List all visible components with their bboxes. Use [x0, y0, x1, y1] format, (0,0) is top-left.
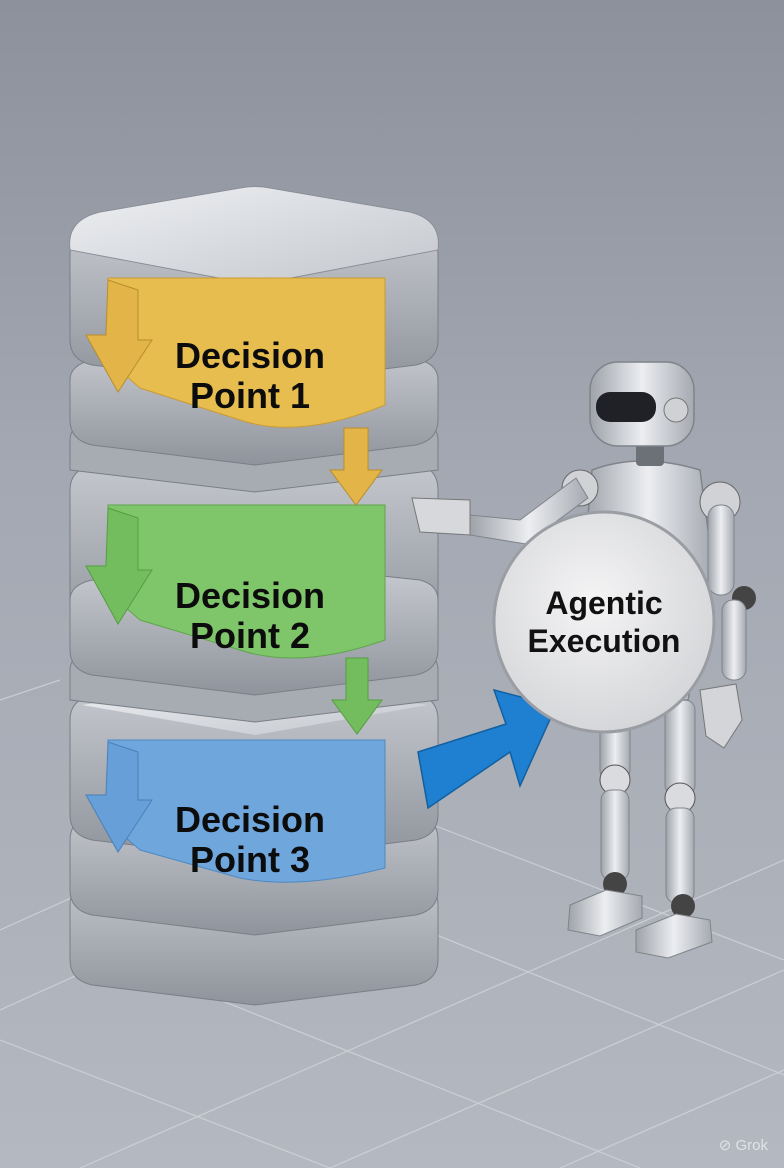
robot-hand-right [699, 683, 743, 749]
agentic-execution-circle [492, 510, 716, 734]
grok-watermark: ⊘ Grok [719, 1136, 768, 1154]
panel-decision-1 [107, 277, 386, 428]
agentic-execution-label: Agentic Execution [496, 584, 712, 660]
agentic-execution-line1: Agentic [545, 585, 663, 621]
robot-leg-left-lower [600, 789, 630, 881]
decision-point-3-line1: Decision [174, 799, 326, 840]
decision-point-2-line2: Point 2 [189, 615, 310, 656]
robot-hand-left [411, 497, 471, 536]
down-arrow-1-to-2 [329, 427, 383, 506]
robot-visor [596, 392, 656, 422]
decision-point-1-line2: Point 1 [189, 375, 310, 416]
decision-panels [85, 277, 386, 883]
grok-icon: ⊘ [718, 1137, 732, 1154]
robot-arm-right-lower [721, 599, 747, 681]
decision-point-3-line2: Point 3 [189, 839, 310, 880]
decision-point-2-label: Decision Point 2 [140, 576, 360, 656]
robot-foot-left [567, 889, 643, 937]
decision-point-1-label: Decision Point 1 [140, 336, 360, 416]
robot-leg-right-upper [664, 699, 696, 796]
panel-decision-3-arrow [85, 741, 153, 853]
down-arrow-2-to-3 [331, 657, 383, 735]
decision-point-1-line1: Decision [174, 335, 326, 376]
robot-foot-right [635, 913, 713, 959]
agentic-execution-line2: Execution [527, 623, 681, 659]
decision-point-3-label: Decision Point 3 [140, 800, 360, 880]
robot-arm-right-upper [707, 504, 735, 596]
robot-leg-right-lower [665, 807, 695, 904]
panel-decision-2-arrow [85, 507, 153, 625]
panel-decision-1-arrow [85, 279, 153, 393]
decision-point-2-line1: Decision [174, 575, 326, 616]
watermark-text: Grok [735, 1137, 768, 1154]
robot-ankle-right [671, 894, 695, 918]
panel-decision-2 [107, 504, 386, 659]
execution-arrow [417, 688, 558, 810]
panel-decision-3 [107, 739, 386, 883]
robot-ear [663, 397, 689, 423]
